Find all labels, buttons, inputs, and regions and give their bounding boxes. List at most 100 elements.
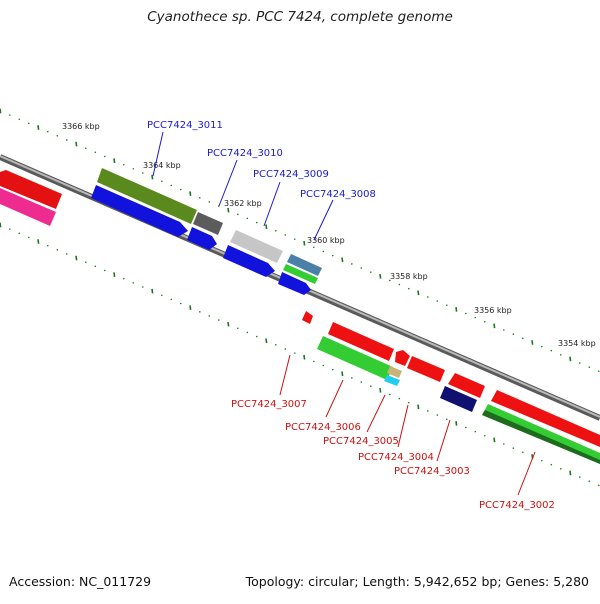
- tick-mark: [417, 290, 420, 296]
- gene-arrow-3003: [440, 386, 477, 412]
- tick-mark: [132, 281, 135, 284]
- tick-mark: [388, 393, 391, 396]
- gene-label-3004[interactable]: PCC7424_3004: [358, 452, 434, 463]
- tick-mark: [398, 397, 401, 400]
- tick-mark: [588, 366, 591, 369]
- kbp-label: 3366 kbp: [62, 122, 100, 131]
- tick-mark: [436, 300, 439, 303]
- tick-mark: [493, 323, 496, 329]
- tick-mark: [550, 349, 553, 352]
- tick-mark: [550, 463, 553, 466]
- gene-label-3003[interactable]: PCC7424_3003: [394, 466, 470, 477]
- tick-mark: [569, 470, 572, 476]
- tick-mark: [455, 421, 458, 426]
- tick-mark: [236, 213, 239, 216]
- tick-mark: [312, 246, 315, 249]
- tick-mark: [531, 340, 534, 345]
- tick-mark: [274, 229, 277, 232]
- tick-mark: [255, 221, 258, 224]
- tick-mark: [65, 253, 68, 255]
- tick-mark: [341, 371, 344, 377]
- tick-mark: [113, 158, 116, 163]
- gene-label-3011[interactable]: PCC7424_3011: [147, 120, 223, 131]
- tick-mark: [8, 114, 11, 117]
- tick-mark: [8, 228, 11, 231]
- tick-mark: [103, 269, 106, 272]
- tick-mark: [151, 174, 154, 180]
- tick-mark: [56, 134, 59, 137]
- tick-mark: [189, 191, 192, 197]
- tick-mark: [388, 279, 391, 282]
- tick-mark: [293, 352, 296, 355]
- tick-mark: [502, 443, 505, 445]
- tick-mark: [265, 224, 268, 230]
- reverse-gene-labels: PCC7424_3007 PCC7424_3006 PCC7424_3005 P…: [231, 354, 555, 511]
- tick-mark: [179, 302, 182, 305]
- tick-mark: [502, 329, 505, 331]
- gene-label-3010[interactable]: PCC7424_3010: [207, 148, 283, 159]
- tick-mark: [113, 272, 116, 277]
- tick-mark: [398, 283, 401, 286]
- tick-mark: [208, 201, 211, 203]
- kbp-label: 3354 kbp: [558, 339, 596, 348]
- tick-mark: [170, 298, 173, 301]
- gene-label-3002[interactable]: PCC7424_3002: [479, 500, 555, 511]
- tick-mark: [37, 239, 40, 244]
- tick-mark: [227, 207, 230, 213]
- tick-mark: [464, 426, 467, 429]
- tick-mark: [474, 430, 477, 433]
- tick-mark: [37, 125, 40, 130]
- gene-label-3005[interactable]: PCC7424_3005: [323, 436, 399, 447]
- tick-mark: [0, 108, 2, 114]
- tick-mark: [322, 364, 325, 367]
- tick-mark: [464, 312, 467, 315]
- tick-mark: [46, 130, 49, 133]
- gene-arrow-3002: [491, 390, 600, 447]
- tick-mark: [540, 345, 543, 348]
- map-title: Cyanothece sp. PCC 7424, complete genome: [147, 9, 453, 25]
- tick-mark: [350, 376, 353, 379]
- tick-mark: [379, 273, 382, 279]
- tick-mark: [27, 122, 30, 125]
- tick-mark: [322, 250, 325, 253]
- gene-label-3007[interactable]: PCC7424_3007: [231, 399, 307, 410]
- tick-mark: [189, 305, 192, 311]
- tick-mark: [369, 271, 372, 274]
- tick-mark: [284, 348, 287, 350]
- tick-mark: [198, 310, 201, 313]
- gene-label-3009[interactable]: PCC7424_3009: [253, 169, 329, 180]
- tick-mark: [512, 333, 515, 336]
- tick-mark: [246, 331, 249, 334]
- kbp-label: 3358 kbp: [390, 272, 428, 281]
- tick-mark: [360, 381, 363, 383]
- tick-mark: [170, 184, 173, 187]
- gene-arrow-3002-c: [482, 410, 600, 464]
- gene-label-3006[interactable]: PCC7424_3006: [285, 422, 361, 433]
- gene-arrow-3009-b: [223, 245, 275, 277]
- tick-mark: [521, 451, 524, 454]
- tick-mark: [569, 356, 572, 362]
- gene-arrow-edge-pink: [0, 188, 56, 226]
- gene-arrow-3004: [407, 356, 445, 382]
- kbp-label: 3360 kbp: [307, 236, 345, 245]
- gene-label-3008[interactable]: PCC7424_3008: [300, 189, 376, 200]
- tick-mark: [455, 307, 458, 312]
- tick-mark: [521, 337, 524, 340]
- gene-arrow-3008: [287, 254, 322, 276]
- tick-mark: [75, 255, 78, 261]
- tick-mark: [46, 244, 49, 247]
- gene-arrow-3008-c: [278, 272, 311, 295]
- tick-mark: [597, 370, 600, 373]
- tick-mark: [122, 277, 125, 280]
- tick-mark: [265, 338, 268, 344]
- topology-text: Topology: circular; Length: 5,942,652 bp…: [245, 574, 589, 589]
- tick-mark: [179, 188, 182, 191]
- tick-mark: [208, 315, 211, 317]
- gene-arrow-3005-b: [384, 375, 400, 386]
- gene-arrow-3004-small: [395, 350, 410, 366]
- tick-mark: [151, 288, 154, 294]
- forward-gene-labels: PCC7424_3011 PCC7424_3010 PCC7424_3009 P…: [147, 120, 376, 241]
- tick-mark: [284, 234, 287, 236]
